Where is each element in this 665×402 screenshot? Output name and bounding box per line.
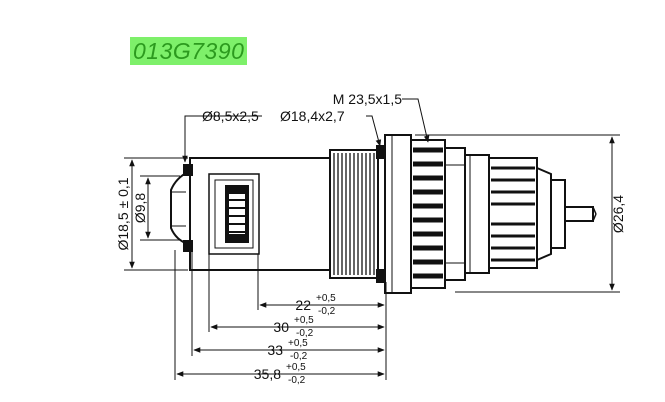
inner-diameter-left-label: Ø9,8 bbox=[132, 193, 148, 224]
dimension-lines bbox=[124, 98, 620, 380]
oring-small-label: Ø8,5x2,5 bbox=[202, 108, 259, 124]
length-35-8-tol-minus: -0,2 bbox=[288, 375, 306, 386]
oring-large-label: Ø18,4x2,7 bbox=[280, 108, 345, 124]
thread-label: M 23,5x1,5 bbox=[333, 91, 402, 107]
length-35-8-label: 35,8 bbox=[254, 366, 281, 382]
length-30-tol-plus: +0,5 bbox=[294, 315, 314, 326]
length-30-label: 30 bbox=[273, 319, 289, 335]
length-22-tol-minus: -0,2 bbox=[318, 306, 336, 317]
diameter-right-label: Ø26,4 bbox=[610, 195, 626, 233]
outer-diameter-left-label: Ø18,5 ± 0,1 bbox=[115, 177, 131, 250]
length-35-8-tol-plus: +0,5 bbox=[286, 362, 306, 373]
length-33-tol-minus: -0,2 bbox=[290, 351, 308, 362]
length-22-tol-plus: +0,5 bbox=[316, 293, 336, 304]
length-30-tol-minus: -0,2 bbox=[296, 328, 314, 339]
length-33-tol-plus: +0,5 bbox=[288, 338, 308, 349]
part-number-label: 013G7390 bbox=[130, 37, 248, 65]
length-22-label: 22 bbox=[295, 297, 311, 313]
length-33-label: 33 bbox=[267, 342, 283, 358]
valve-body bbox=[170, 134, 597, 294]
